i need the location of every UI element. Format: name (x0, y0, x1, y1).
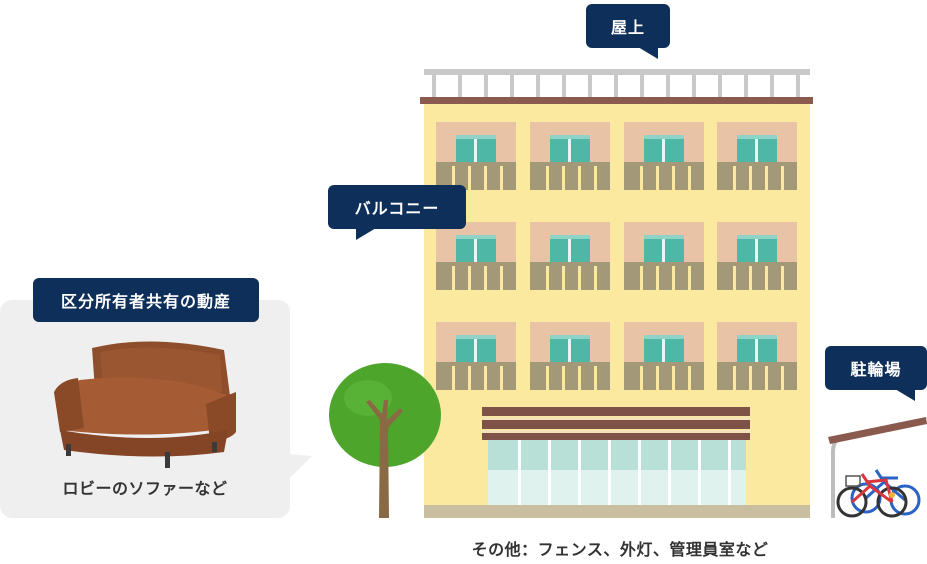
window-unit (436, 222, 516, 290)
floor-row (436, 122, 797, 190)
other-caption: その他：フェンス、外灯、管理員室など (471, 540, 769, 559)
bicycle-shed (828, 417, 927, 518)
window-unit (624, 322, 704, 390)
label-bicycle-parking: 駐輪場 (825, 346, 927, 401)
window-unit (624, 122, 704, 190)
label-balcony: バルコニー (328, 185, 466, 240)
label-common-movables-text: 区分所有者共有の動産 (60, 292, 231, 311)
label-rooftop: 屋上 (586, 4, 670, 59)
window-unit (530, 222, 610, 290)
window-unit (436, 122, 516, 190)
label-rooftop-text: 屋上 (610, 18, 645, 37)
window-unit (717, 122, 797, 190)
window-unit (717, 222, 797, 290)
floor-row (436, 322, 797, 390)
window-unit (530, 322, 610, 390)
sofa-panel-pointer (290, 454, 312, 478)
entrance (482, 407, 750, 505)
window-unit (530, 122, 610, 190)
roof-railing (420, 69, 813, 104)
label-bicycle-parking-text: 駐輪場 (850, 360, 902, 379)
window-unit (436, 322, 516, 390)
floor-row (436, 222, 797, 290)
sofa-icon (54, 341, 236, 468)
tree-icon (329, 363, 441, 518)
window-unit (624, 222, 704, 290)
bicycle-icon (836, 469, 921, 518)
sofa-caption: ロビーのソファーなど (62, 479, 228, 498)
building (420, 69, 813, 518)
window-unit (717, 322, 797, 390)
label-balcony-text: バルコニー (354, 199, 440, 218)
label-common-movables: 区分所有者共有の動産 (33, 278, 259, 322)
